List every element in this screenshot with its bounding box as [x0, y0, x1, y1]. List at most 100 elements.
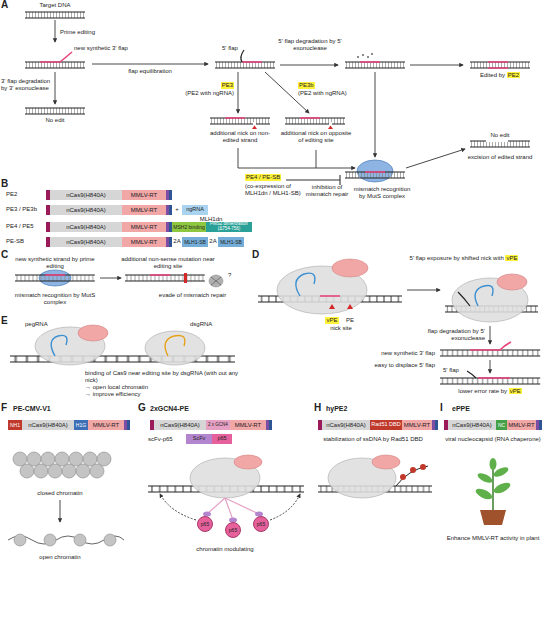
panel-letter: C: [1, 250, 8, 260]
domain-cap: [435, 420, 438, 430]
domain-cap: [150, 420, 154, 430]
annotation: new synthetic 3' flap: [365, 350, 435, 357]
node-text: MMLV-RT: [93, 422, 119, 428]
construct-domain: 2 x GCN4: [206, 420, 230, 430]
annotation: 3' flap degradation by 3' exonuclease: [1, 78, 53, 92]
construct-domain: MMLV-RT: [122, 237, 166, 247]
construct-domain: nCas9(H840A): [50, 205, 122, 215]
domain-cap: [539, 420, 542, 430]
node-text: nCas9(H840A): [66, 207, 106, 213]
panel-letter: A: [1, 0, 8, 10]
annotation: PE4 / PE5: [6, 223, 34, 230]
protein-circle: p65: [197, 516, 213, 532]
construct-domain: MMLV-RT: [122, 222, 166, 232]
construct-domain: nCas9(H840A): [50, 222, 122, 232]
node-text: MMLV-RT: [131, 192, 157, 198]
construct-domain: MSH2 binding: [172, 222, 206, 232]
node-text: nCas9(H840A): [66, 192, 106, 198]
annotation: flap degradation by 5' exonuclease: [405, 328, 485, 342]
construct-name: 2xGCN4-PE: [150, 405, 189, 413]
annotation: dsgRNA: [190, 321, 212, 328]
annotation: (co-expression of MLH1dn / MLH1-SB): [245, 183, 303, 197]
node-text: MMLV-RT: [131, 239, 157, 245]
node-text: nCas9(H840A): [66, 224, 106, 230]
node-text: MMLV-RT: [404, 422, 430, 428]
node-text: p65: [229, 528, 237, 533]
panel-letter: F: [1, 403, 7, 413]
construct-domain: H1G: [74, 420, 88, 430]
domain-cap: [46, 237, 50, 247]
panel-letter: D: [252, 250, 259, 260]
construct-domain: MLH1-SB: [218, 237, 244, 247]
construct-domain: MLH1-SB: [182, 237, 208, 247]
annotation: → open local chromatin: [85, 384, 148, 391]
annotation: PE-SB: [6, 238, 24, 245]
node-text: MMLV-RT: [235, 422, 261, 428]
panel-letter: G: [138, 403, 146, 413]
panel-letter: E: [1, 316, 8, 326]
node-text: NH1: [10, 423, 20, 428]
annotation: PE3 / PE3b: [6, 206, 37, 213]
label-group: lower error rate by vPE: [440, 388, 540, 395]
annotation: excision of edited strand: [465, 154, 535, 161]
annotation: open chromatin: [10, 554, 110, 561]
node-text: Rad51 DBD: [371, 422, 400, 428]
construct-domain: PMS2 dimerization (Δ754-756): [206, 222, 252, 232]
node-text: ScFv: [193, 436, 206, 442]
annotation: stabilization of ssDNA by Rad51 DBD: [316, 436, 430, 443]
domain-cap: [169, 205, 172, 215]
construct-domain: ScFv: [186, 434, 212, 444]
construct-name: PE-CMV-V1: [13, 405, 51, 413]
annotation: (PE2 with ngRNA): [185, 90, 234, 97]
annotation: PE2: [6, 191, 17, 198]
node-text: nCas9(H840A): [160, 422, 200, 428]
panel-letter: B: [1, 179, 8, 189]
protein-circle: p65: [253, 516, 269, 532]
annotation: scFv-p65: [148, 436, 173, 443]
construct-domain: nCas9(H840A): [154, 420, 206, 430]
node-text: MSH2 binding: [173, 225, 204, 230]
annotation: additional nick on opposite of editing s…: [280, 130, 352, 144]
construct-domain: NH1: [8, 420, 22, 430]
construct-domain: p65: [212, 434, 232, 444]
node-text: p65: [257, 522, 265, 527]
domain-cap: [169, 237, 172, 247]
node-text: NC: [498, 423, 505, 428]
node-text: MLH1-SB: [220, 240, 242, 245]
highlight-label: PE3: [221, 82, 234, 89]
construct-domain: MMLV-RT: [122, 190, 166, 200]
construct-name: hyPE2: [326, 405, 347, 413]
annotation: Edited by: [480, 72, 505, 78]
domain-cap: [46, 222, 50, 232]
annotation: Prime editing: [60, 29, 95, 36]
annotation: 5' flap exposure by shifted nick with: [410, 255, 504, 261]
node-text: H1G: [76, 423, 86, 428]
annotation: +: [172, 206, 182, 213]
domain-cap: [169, 190, 172, 200]
annotation: additional non-sense mutation near editi…: [118, 256, 218, 270]
annotation: pegRNA: [25, 321, 48, 328]
domain-cap: [269, 420, 272, 430]
node-text: MMLV-RT: [508, 422, 534, 428]
annotation: 2A: [172, 238, 182, 245]
annotation: flap equilibration: [100, 68, 200, 75]
construct-domain: MMLV-RT: [88, 420, 124, 430]
construct-domain: nCas9(H840A): [22, 420, 74, 430]
node-text: ngRNA: [186, 207, 204, 213]
annotation: No edit: [25, 117, 85, 124]
annotation: PE: [346, 317, 354, 324]
annotation: 5' flap: [222, 45, 238, 52]
node-text: nCas9(H840A): [28, 422, 68, 428]
annotation: closed chromatin: [10, 490, 110, 497]
node-text: PMS2 dimerization (Δ754-756): [206, 222, 252, 231]
highlight-label: PE2: [507, 72, 520, 78]
annotation: 5' flap: [443, 367, 459, 374]
annotation: mismatch recognition by MutS complex: [352, 186, 412, 200]
label-group: Edited by PE2: [470, 72, 530, 79]
annotation: additional nick on non-edited strand: [205, 130, 275, 144]
node-text: 2 x GCN4: [208, 423, 228, 428]
label-group: 5' flap exposure by shifted nick with vP…: [408, 255, 520, 262]
node-text: nCas9(H840A): [452, 422, 492, 428]
node-text: nCas9(H840A): [66, 239, 106, 245]
